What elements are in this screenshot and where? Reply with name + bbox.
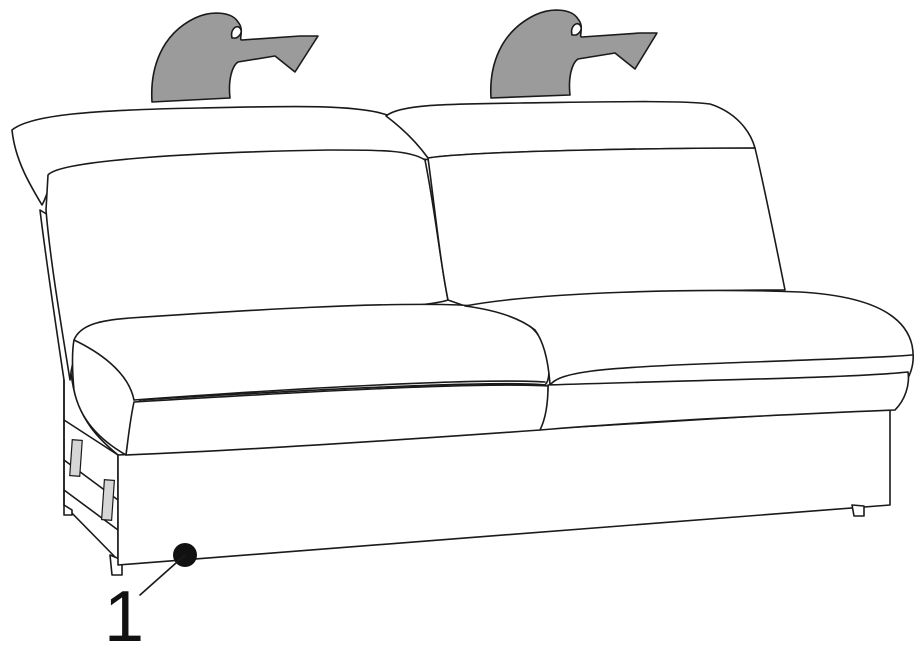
strap-1 (69, 439, 83, 477)
callout-1: 1 (104, 543, 197, 653)
seat-cushion-left (71, 303, 550, 456)
strap-2 (100, 479, 116, 521)
seat-cushion-right (125, 289, 915, 456)
callout-number: 1 (104, 577, 144, 653)
callout-leader-line (139, 554, 186, 596)
headrest-left-rotate-arrow-icon (150, 12, 319, 103)
backrest-right (385, 100, 786, 307)
headrest-right-rotate-arrow-icon (489, 9, 658, 99)
